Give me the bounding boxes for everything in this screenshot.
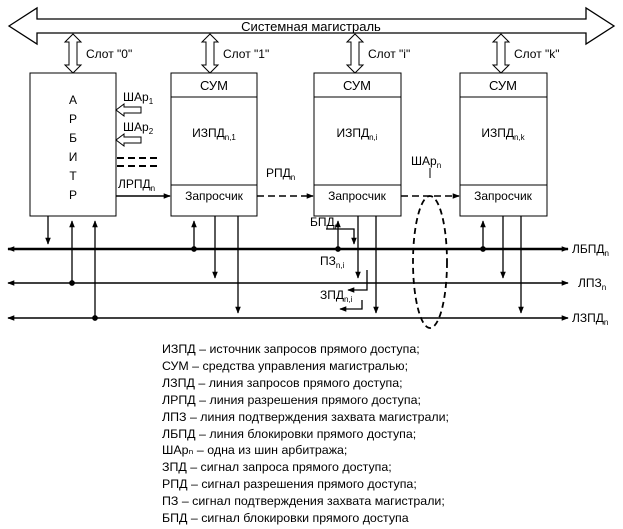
slot-label-1: Слот "1" [223,47,269,61]
legend-item: ЛПЗ – линия подтверждения захвата магист… [162,409,449,424]
shar2-label: ШАр2 [123,120,154,136]
system-bus-label: Системная магистраль [241,19,381,34]
sharn-label: ШАрn [411,154,441,170]
arbiter-letter: А [69,93,77,107]
shar2-arrow [115,133,142,147]
legend-item: БПД – сигнал блокировки прямого доступа [162,511,409,526]
arbiter-letter: Р [69,188,77,202]
pz-label: ПЗn,i [320,254,345,270]
module-i: СУМ ИЗПДn,i Запросчик [313,72,402,217]
legend-item: ЛБПД – линия блокировки прямого доступа; [162,426,417,441]
arbiter-letters: А Р Б И Т Р [69,93,78,202]
lpz-label: ЛПЗn [578,276,606,292]
requester-label: Запросчик [474,189,533,203]
arbiter-letter: И [69,150,78,164]
lzpd-label: ЛЗПДn [572,311,608,327]
slot-connector-k [491,33,511,74]
arbiter-letter: Б [69,131,77,145]
rpd-label: РПДn [266,166,295,182]
arbiter-connections [45,216,98,321]
sum-label: СУМ [489,78,517,93]
arbiter-box [29,72,117,217]
bpd-label: БПДn [310,215,339,231]
legend: ИЗПД – источник запросов прямого доступа… [162,341,582,527]
legend-item: ЗПД – сигнал запроса прямого доступа; [162,460,392,475]
izpd-label: ИЗПДn,i [336,126,377,142]
shar1-label: ШАр1 [123,90,154,106]
arbiter-letter: Р [69,112,77,126]
lbpd-label: ЛБПДn [572,242,609,258]
legend-item: РПД – сигнал разрешения прямого доступа; [162,477,417,492]
legend-item: ЛЗПД – линия запросов прямого доступа; [162,375,403,390]
module-k: СУМ ИЗПДn,k Запросчик [459,72,548,217]
shar1-arrow [115,103,142,117]
slot-label-k: Слот "k" [514,47,560,61]
slot-connector-i [345,33,365,74]
system-bus-arrow [7,6,616,46]
requester-label: Запросчик [328,189,387,203]
arbiter-letter: Т [69,169,77,183]
sum-label: СУМ [343,78,371,93]
izpd-label: ИЗПДn,k [481,126,525,142]
slot-label-i: Слот "i" [368,47,410,61]
legend-item: СУМ – средства управления магистралью; [162,358,409,373]
legend-item: ИЗПД – источник запросов прямого доступа… [162,342,420,356]
legend-item: ШАрₙ – одна из шин арбитража; [162,443,348,458]
izpd-label: ИЗПДn,1 [192,126,236,142]
slot-label-0: Слот "0" [86,47,132,61]
requester-label: Запросчик [185,189,244,203]
module-1-connections [191,216,241,314]
module-i-connections [326,216,379,314]
module-k-connections [480,216,524,314]
legend-item: ПЗ – сигнал подтверждения захвата магист… [162,494,445,509]
sum-label: СУМ [200,78,228,93]
slot-connector-1 [200,33,220,74]
module-1: СУМ ИЗПДn,1 Запросчик [170,72,258,217]
slot-connector-0 [63,33,83,74]
sharn-ellipse [412,195,448,329]
lrpd-label: ЛРПДn [118,177,155,193]
legend-item: ЛРПД – линия разрешения прямого доступа; [162,392,421,407]
zpd-label: ЗПДn,i [320,288,353,304]
system-bus: Системная магистраль [7,6,616,46]
